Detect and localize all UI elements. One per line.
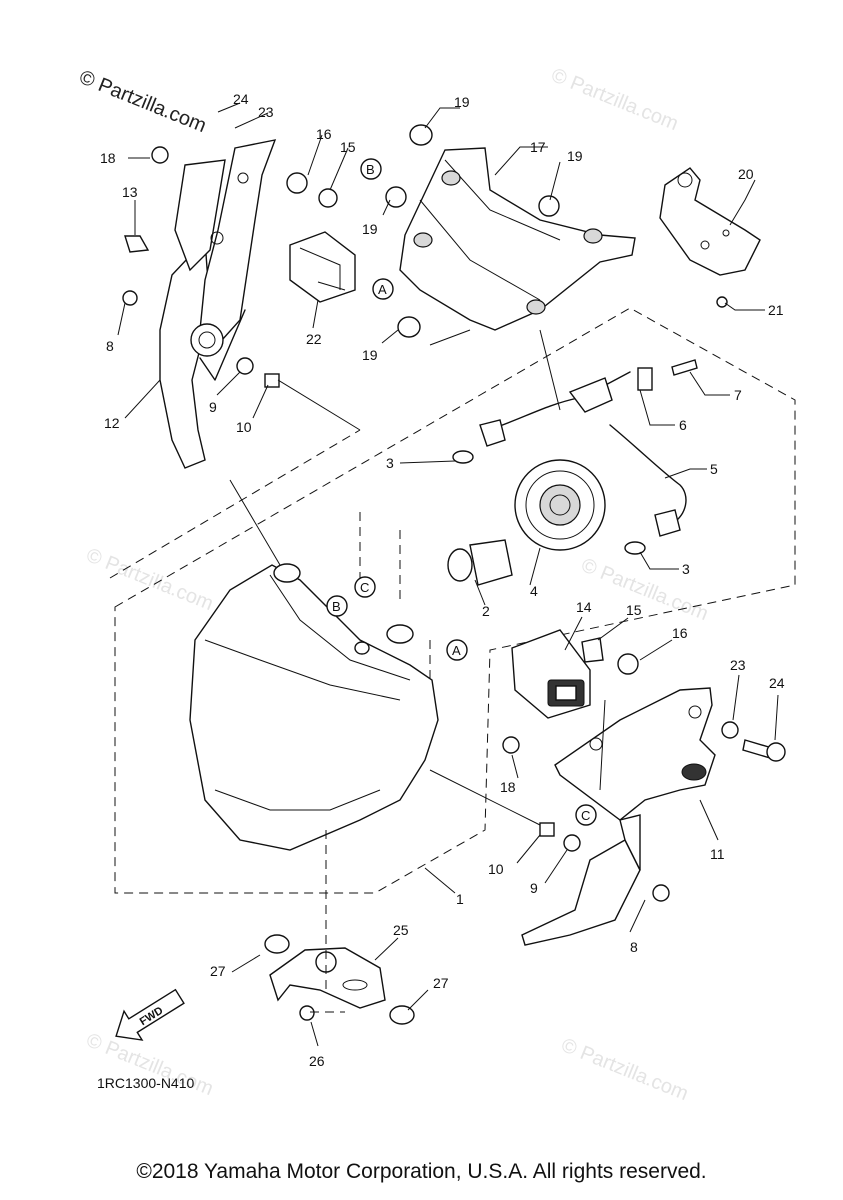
bulb-and-cover [447, 459, 606, 586]
ref-letter: A [452, 643, 461, 658]
callout-10: 10 [488, 861, 504, 877]
callout-13: 13 [122, 184, 138, 200]
left-bracket [159, 139, 277, 469]
callout-8: 8 [630, 939, 638, 955]
callout-19: 19 [567, 148, 583, 164]
assembly-outline-inner [109, 429, 431, 700]
callout-2: 2 [482, 603, 490, 619]
fasteners-top [122, 124, 728, 388]
ref-letter: B [332, 599, 341, 614]
callout-15: 15 [626, 602, 642, 618]
callout-10: 10 [236, 419, 252, 435]
copyright-notice: ©2018 Yamaha Motor Corporation, U.S.A. A… [136, 1160, 707, 1183]
callout-3: 3 [682, 561, 690, 577]
callout-7: 7 [734, 387, 742, 403]
callout-22: 22 [306, 331, 322, 347]
ref-letter: C [581, 808, 590, 823]
watermark-faded: © Partzilla.com [548, 64, 681, 135]
ref-letter: C [360, 580, 369, 595]
callout-21: 21 [768, 302, 784, 318]
right-bracket [521, 687, 716, 946]
callout-5: 5 [710, 461, 718, 477]
callout-18: 18 [500, 779, 516, 795]
callout-15: 15 [340, 139, 356, 155]
callout-23: 23 [730, 657, 746, 673]
callout-8: 8 [106, 338, 114, 354]
callout-6: 6 [679, 417, 687, 433]
wiring-harness [452, 359, 698, 555]
callout-16: 16 [672, 625, 688, 641]
cover-17 [399, 147, 636, 331]
leader-lines [117, 102, 779, 1047]
reference-letters: B A B C A C [326, 158, 597, 826]
assembly-outline [114, 307, 796, 894]
callout-19: 19 [362, 347, 378, 363]
watermark-faded: © Partzilla.com [578, 554, 711, 625]
callout-19: 19 [362, 221, 378, 237]
callout-23: 23 [258, 104, 274, 120]
callout-27: 27 [210, 963, 226, 979]
callout-25: 25 [393, 922, 409, 938]
callout-3: 3 [386, 455, 394, 471]
callout-9: 9 [209, 399, 217, 415]
callout-11: 11 [710, 846, 725, 862]
watermark-faded: © Partzilla.com [558, 1034, 691, 1105]
watermark-primary: © Partzilla.com [76, 66, 209, 137]
callout-4: 4 [530, 583, 538, 599]
fasteners-right [502, 637, 786, 902]
callout-27: 27 [433, 975, 449, 991]
callout-20: 20 [738, 166, 754, 182]
callout-9: 9 [530, 880, 538, 896]
callout-12: 12 [104, 415, 120, 431]
callout-24: 24 [233, 91, 249, 107]
headlight-housing [189, 563, 439, 851]
callout-14: 14 [576, 599, 592, 615]
watermarks: © Partzilla.com © Partzilla.com © Partzi… [76, 64, 711, 1105]
lower-bracket [264, 830, 415, 1025]
callout-1: 1 [456, 891, 464, 907]
callout-17: 17 [530, 139, 546, 155]
callouts: 1 2 3 3 4 5 6 7 8 8 9 9 10 10 11 12 13 1… [100, 91, 785, 1069]
bracket-20 [659, 167, 761, 276]
diagram-code: 1RC1300-N410 [97, 1075, 194, 1091]
callout-24: 24 [769, 675, 785, 691]
ref-letter: B [366, 162, 375, 177]
ref-letter: A [378, 282, 387, 297]
plate-14 [511, 629, 591, 719]
callout-26: 26 [309, 1053, 325, 1069]
callout-19: 19 [454, 94, 470, 110]
callout-18: 18 [100, 150, 116, 166]
callout-16: 16 [316, 126, 332, 142]
plate-22 [289, 231, 356, 303]
